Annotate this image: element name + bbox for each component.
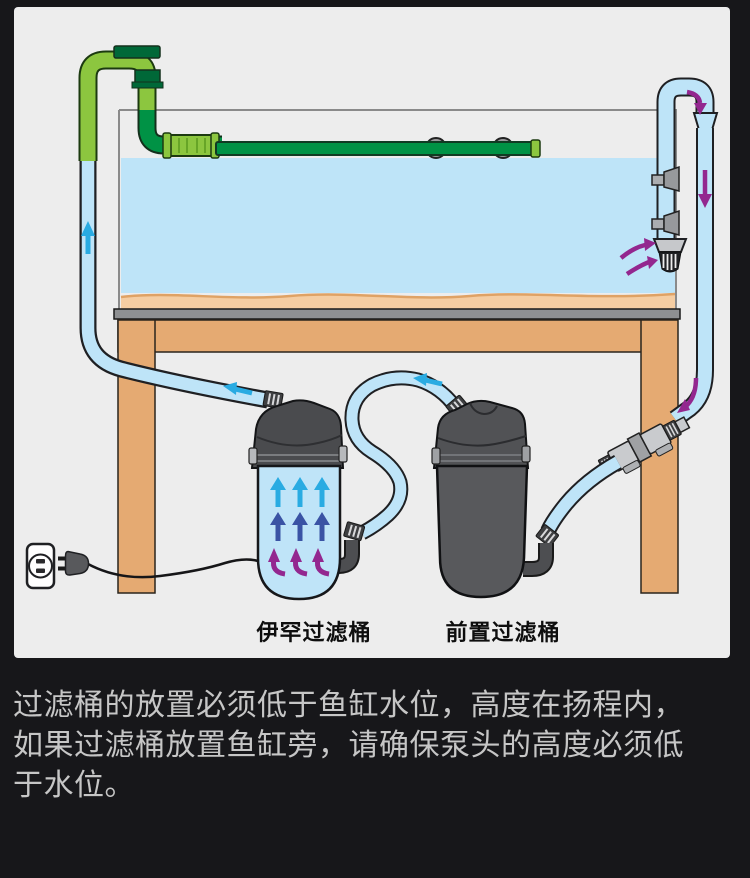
filter-clip xyxy=(431,447,441,465)
prefilter-body xyxy=(435,464,529,599)
table-apron xyxy=(117,319,677,353)
water xyxy=(121,158,675,293)
aquarium-filter-diagram xyxy=(25,45,719,601)
flow-arrow-strainer-icon xyxy=(619,238,658,276)
tap-lever xyxy=(655,442,674,457)
caption-line: 于水位。 xyxy=(13,769,135,802)
hose-clamp-connector xyxy=(535,524,559,547)
suction-bracket-icon xyxy=(651,209,680,236)
filter-clip xyxy=(521,445,531,463)
filter-clip xyxy=(338,445,348,463)
filter-pump-head xyxy=(250,399,345,469)
pipe-joint-flare xyxy=(692,112,719,131)
caption-text: 过滤桶的放置必须低于鱼缸水位，高度在扬程内， 如果过滤桶放置鱼缸旁，请确保泵头的… xyxy=(13,686,739,806)
prefilter-inlet-hose xyxy=(523,455,622,577)
flow-arrow-curve-icon xyxy=(686,89,707,115)
diagram-panel: 伊罕过滤桶 前置过滤桶 xyxy=(14,7,730,658)
flow-arrow-bend-icon xyxy=(677,377,699,413)
main-filter-canister xyxy=(248,399,348,601)
table-stand xyxy=(113,308,681,594)
outlet-slot xyxy=(36,559,45,564)
flow-arrow-left-icon xyxy=(413,373,443,387)
pre-filter-label: 前置过滤桶 xyxy=(445,620,561,645)
flow-arrow-up-icon xyxy=(81,221,95,254)
pipe-fitting-top xyxy=(113,45,161,59)
output-hose-riser xyxy=(79,160,284,409)
caption-line: 过滤桶的放置必须低于鱼缸水位，高度在扬程内， xyxy=(13,689,684,722)
hose-clamp-connector xyxy=(343,521,366,542)
intake-strainer xyxy=(652,238,688,273)
spray-bar xyxy=(215,137,541,159)
green-outflow-pipe xyxy=(78,45,541,161)
flow-arrow-diagonal-icon xyxy=(223,382,253,396)
main-filter-label: 伊罕过滤桶 xyxy=(256,620,372,645)
tap-lever xyxy=(622,460,641,474)
pre-filter-canister xyxy=(431,399,531,599)
prefilter-lid xyxy=(432,399,530,469)
hose-clamp-connector xyxy=(262,390,284,409)
pipe-fitting-flare xyxy=(131,81,164,89)
canister-flow-arrows xyxy=(268,477,330,577)
sand-top-edge xyxy=(120,292,676,299)
power-plug xyxy=(58,550,90,576)
pipe-coupling xyxy=(162,132,220,159)
caption-line: 如果过滤桶放置鱼缸旁，请确保泵头的高度必须低 xyxy=(13,729,684,762)
prefilter-inlet-elbow xyxy=(523,543,552,575)
outlet-slot xyxy=(36,568,45,573)
flow-arrow-down-icon xyxy=(698,170,712,208)
wall-outlet xyxy=(25,542,56,590)
fish-tank xyxy=(118,109,677,310)
table-top xyxy=(113,308,681,320)
intake-pipe xyxy=(619,77,719,427)
suction-bracket-icon xyxy=(651,165,680,192)
spray-bar-end-cap xyxy=(530,139,541,158)
filter-clip xyxy=(248,447,258,465)
